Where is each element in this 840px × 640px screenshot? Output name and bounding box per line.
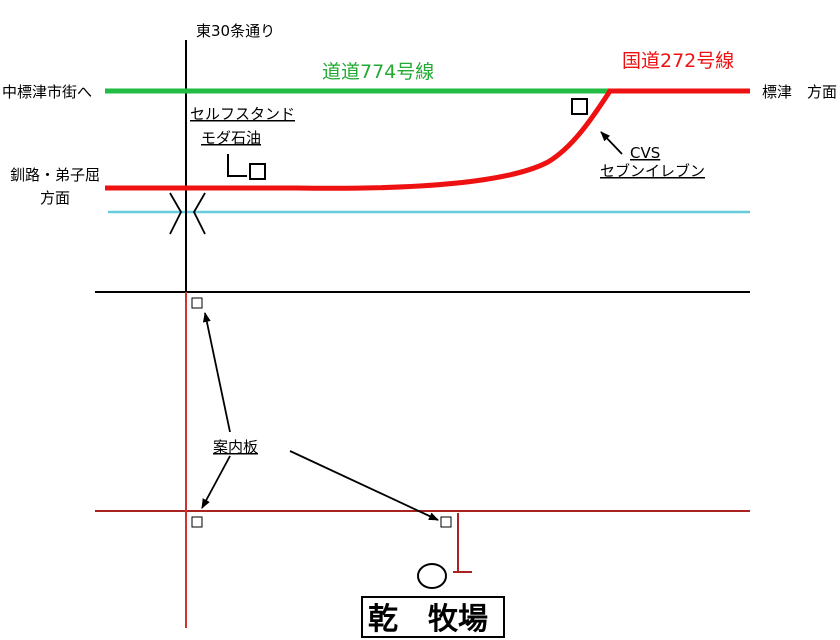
gas-station-pointer [227,154,247,177]
kushiro-direction-label-2: 方面 [40,189,70,207]
gas-station-marker [249,163,266,180]
ranch-label-box [361,596,505,638]
guide-board-west [191,516,203,528]
ranch-name-label: 乾 牧場 [368,602,488,637]
guide-board-label: 案内板 [213,438,258,456]
bridge-left-icon [169,192,183,235]
guide-board-east [440,516,452,528]
seven-eleven-label: セブンイレブン [600,162,705,180]
self-stand-label: セルフスタンド [190,105,295,123]
guide-board-north [191,297,203,309]
route-272-label: 国道272号線 [622,50,734,72]
route-272-kushiro-line [105,89,613,191]
shibetsu-direction-label: 標津 方面 [762,83,837,101]
route-774-label: 道道774号線 [322,61,434,83]
moda-oil-label: モダ石油 [201,129,261,147]
annai-arrow-north [202,312,231,433]
ranch-marker [417,563,447,589]
annai-arrow-west [201,455,231,509]
cvs-marker [571,98,588,115]
nakashibetsu-direction-label: 中標津市街へ [2,83,92,101]
kushiro-direction-label: 釧路・弟子屈 [10,166,100,184]
cvs-arrow [600,131,623,155]
east30-street-label: 東30条通り [196,22,275,40]
bridge-right-icon [192,192,206,235]
annai-arrow-east [289,450,439,521]
cvs-label: CVS [630,144,660,162]
